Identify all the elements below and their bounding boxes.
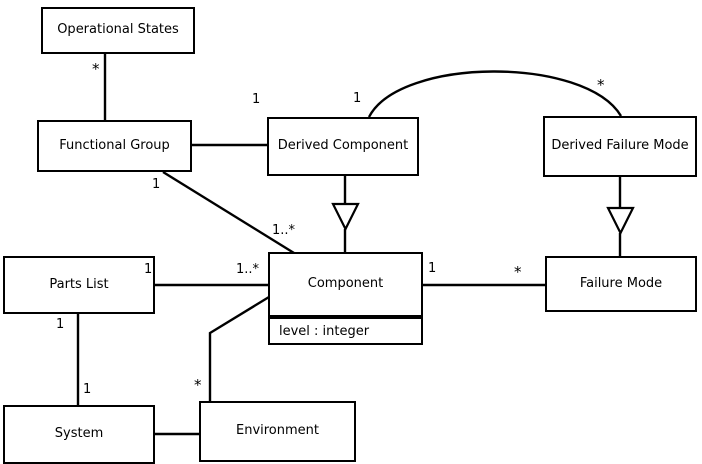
class-box-functional-group[interactable]: Functional Group	[37, 120, 192, 172]
multiplicity-component-failure-mode-left: 1	[428, 261, 437, 276]
multiplicity-operational-states-functional-group: *	[92, 60, 100, 78]
multiplicity-parts-list-component-left: 1	[144, 262, 153, 277]
multiplicity-functional-group-component-far: 1..*	[272, 223, 296, 238]
class-box-derived-component[interactable]: Derived Component	[267, 117, 419, 176]
class-box-environment[interactable]: Environment	[199, 401, 356, 462]
multiplicity-parts-list-system-bottom: 1	[83, 382, 92, 397]
attribute-component-level: level : integer	[279, 323, 370, 339]
class-box-component[interactable]: Component	[268, 252, 423, 317]
class-name-system: System	[54, 426, 104, 442]
generalization-triangle-failure-mode	[606, 206, 635, 236]
connector-functional-group-to-component	[162, 170, 295, 255]
connector-component-to-environment	[208, 295, 270, 401]
class-box-operational-states[interactable]: Operational States	[41, 7, 195, 54]
class-box-failure-mode[interactable]: Failure Mode	[545, 256, 697, 312]
multiplicity-functional-group-derived-component: 1	[252, 92, 261, 107]
class-attributes-component[interactable]: level : integer	[268, 317, 423, 345]
multiplicity-derived-component-arc-left: 1	[353, 91, 362, 106]
class-box-derived-failure-mode[interactable]: Derived Failure Mode	[543, 116, 697, 177]
multiplicity-parts-list-component-right: 1..*	[236, 262, 260, 277]
class-name-component: Component	[307, 276, 384, 292]
multiplicity-functional-group-component-near: 1	[152, 177, 161, 192]
class-box-parts-list[interactable]: Parts List	[3, 256, 155, 314]
class-name-environment: Environment	[235, 423, 319, 439]
class-name-derived-component: Derived Component	[277, 138, 409, 154]
multiplicity-component-failure-mode-right: *	[514, 263, 522, 281]
connector-derived-component-to-derived-failure-mode	[367, 70, 623, 118]
multiplicity-component-environment: *	[194, 376, 202, 394]
generalization-triangle-component	[331, 202, 360, 232]
multiplicity-derived-failure-mode-arc-right: *	[597, 76, 605, 94]
class-name-derived-failure-mode: Derived Failure Mode	[551, 138, 689, 154]
class-name-parts-list: Parts List	[49, 276, 109, 292]
class-box-system[interactable]: System	[3, 405, 155, 464]
class-name-operational-states: Operational States	[57, 22, 179, 38]
class-name-failure-mode: Failure Mode	[579, 275, 663, 291]
multiplicity-parts-list-system-top: 1	[56, 317, 65, 332]
class-name-functional-group: Functional Group	[59, 137, 170, 153]
